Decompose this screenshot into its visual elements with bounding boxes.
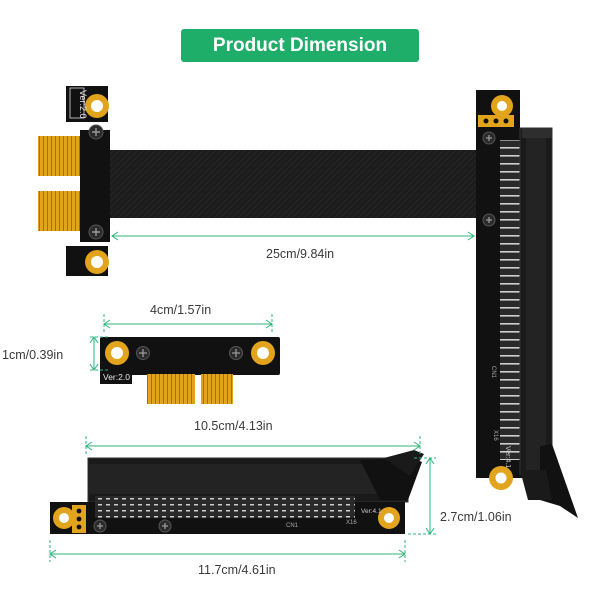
- mounting-hole: [489, 466, 513, 490]
- x1-small-board: [100, 337, 280, 404]
- screw-icon: [158, 519, 172, 533]
- dimension-line-slot-length: [85, 436, 421, 456]
- x16-vertical-riser: [476, 90, 578, 518]
- screw-icon: [229, 346, 243, 360]
- slot-board-length-label: 11.7cm/4.61in: [198, 563, 276, 577]
- version-label-small: Ver:2.0: [103, 372, 130, 382]
- version-label-horizontal: Ver:4.1: [361, 508, 382, 515]
- x1-adapter-board: [38, 86, 110, 276]
- small-board-width-label: 4cm/1.57in: [150, 303, 212, 317]
- dimension-line-small-width: [103, 314, 273, 332]
- small-board-height-label: 1cm/0.39in: [2, 348, 64, 362]
- ribbon-cable: [110, 150, 480, 218]
- mounting-hole: [85, 250, 109, 274]
- mounting-hole: [251, 341, 275, 365]
- mounting-hole: [378, 507, 400, 529]
- connector-label-vertical: CN1: [490, 366, 496, 379]
- screw-icon: [93, 519, 107, 533]
- screw-icon: [136, 346, 150, 360]
- mounting-hole: [491, 95, 513, 117]
- slot-type-label-vertical: X16: [492, 430, 498, 441]
- x16-slot-board: [50, 450, 424, 534]
- dimension-line-board-length: [49, 540, 406, 562]
- mounting-hole: [85, 94, 109, 118]
- screw-icon: [482, 131, 496, 145]
- mounting-hole: [53, 507, 75, 529]
- slot-board-height-label: 2.7cm/1.06in: [440, 510, 512, 524]
- connector-label-horizontal: CN1: [286, 523, 299, 529]
- version-label-x1: Ver:2.0: [78, 90, 88, 119]
- product-dimension-title: Product Dimension: [181, 29, 419, 62]
- dimension-line-cable: [111, 231, 475, 241]
- slot-type-label-horizontal: X16: [346, 520, 357, 526]
- mounting-hole: [105, 341, 129, 365]
- screw-icon: [88, 124, 104, 140]
- dimension-line-small-height: [89, 336, 110, 371]
- screw-icon: [88, 224, 104, 240]
- screw-icon: [482, 213, 496, 227]
- slot-length-label: 10.5cm/4.13in: [194, 419, 273, 433]
- version-label-x16: Ver:4.1: [504, 446, 511, 468]
- dimension-line-slot-height: [408, 457, 436, 535]
- cable-length-label: 25cm/9.84in: [266, 247, 335, 261]
